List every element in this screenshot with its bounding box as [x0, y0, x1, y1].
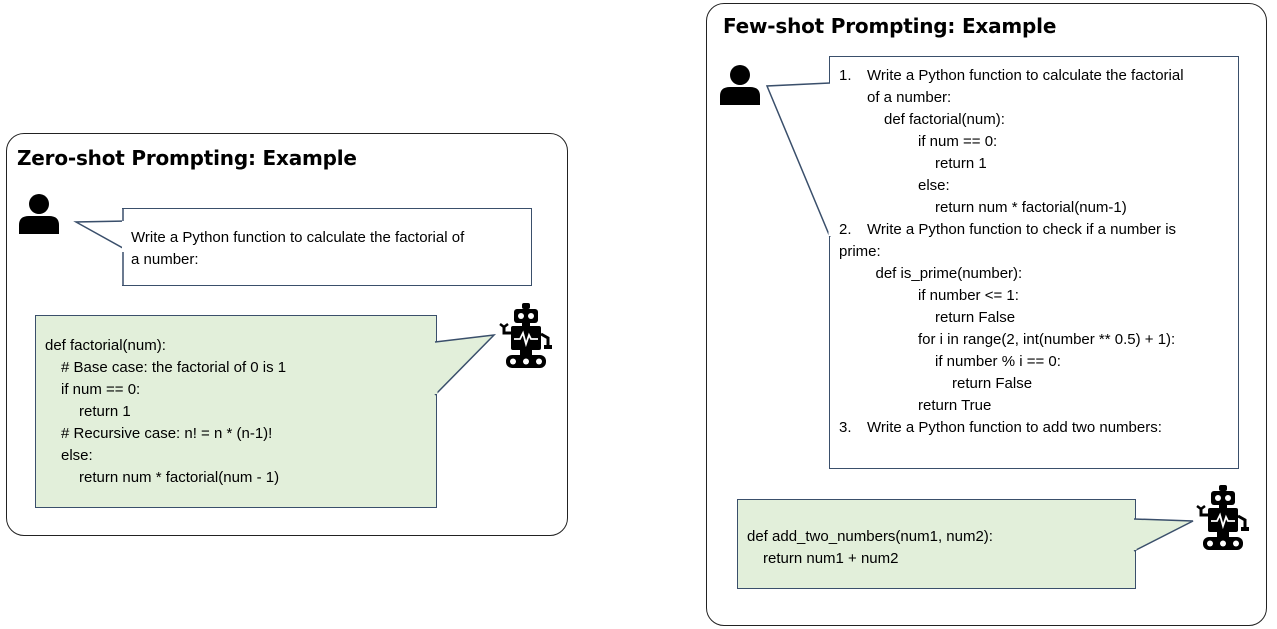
prompt-text: Write a Python function to check if a nu… — [867, 221, 1177, 238]
code-line: def add_two_numbers(num1, num2): — [747, 528, 993, 545]
zero-shot-panel: Zero-shot Prompting: Example Write a Pyt… — [6, 133, 568, 536]
few-shot-user-bubble-tail — [765, 82, 832, 238]
code-line: # Recursive case: n! = n * (n-1)! — [61, 425, 273, 442]
prompt-line: 2. Write a Python function to check if a … — [839, 219, 1238, 241]
prompt-line: 3. Write a Python function to add two num… — [839, 417, 1238, 439]
list-number: 1. — [839, 67, 852, 84]
code-line: if num == 0: — [61, 381, 141, 398]
prompt-text: return True — [918, 397, 992, 414]
prompt-text: if number <= 1: — [918, 287, 1019, 304]
prompt-text: else: — [918, 177, 950, 194]
few-shot-prompt-list: 1. Write a Python function to calculate t… — [839, 65, 1238, 439]
prompt-text: def factorial(num): — [884, 111, 1005, 128]
list-number: 2. — [839, 221, 852, 238]
prompt-text: return 1 — [935, 155, 987, 172]
prompt-line: for i in range(2, int(number ** 0.5) + 1… — [839, 329, 1238, 351]
prompt-text: if number % i == 0: — [935, 353, 1061, 370]
prompt-line: return False — [839, 307, 1238, 329]
prompt-line: if num == 0: — [839, 131, 1238, 153]
zero-shot-title: Zero-shot Prompting: Example — [17, 146, 357, 170]
prompt-line: return False — [839, 373, 1238, 395]
list-number: 3. — [839, 419, 852, 436]
user-icon — [19, 194, 59, 234]
prompt-text: Write a Python function to add two numbe… — [867, 419, 1162, 436]
prompt-text: if num == 0: — [918, 133, 998, 150]
few-shot-bot-bubble-tail — [1133, 518, 1194, 552]
prompt-text: def is_prime(number): — [875, 265, 1023, 282]
robot-icon — [499, 303, 552, 368]
prompt-line: return num * factorial(num-1) — [839, 197, 1238, 219]
few-shot-user-bubble: 1. Write a Python function to calculate t… — [829, 56, 1239, 469]
zero-shot-bot-bubble: def factorial(num): # Base case: the fac… — [35, 315, 437, 508]
prompt-text: return num * factorial(num-1) — [935, 199, 1127, 216]
prompt-line: of a number: — [839, 87, 1238, 109]
prompt-line: if number <= 1: — [839, 285, 1238, 307]
user-icon — [720, 65, 760, 105]
zero-shot-user-bubble-edge — [122, 208, 124, 286]
prompt-text: return False — [935, 309, 1016, 326]
prompt-line: else: — [839, 175, 1238, 197]
prompt-text: prime: — [839, 243, 881, 260]
prompt-line: def factorial(num): — [839, 109, 1238, 131]
few-shot-panel: Few-shot Prompting: Example 1. Write a Py… — [706, 3, 1267, 626]
prompt-text: of a number: — [867, 89, 952, 106]
few-shot-title: Few-shot Prompting: Example — [723, 14, 1057, 38]
code-line: # Base case: the factorial of 0 is 1 — [61, 359, 287, 376]
prompt-line: def is_prime(number): — [839, 263, 1238, 285]
zero-shot-bot-bubble-tail — [434, 334, 497, 396]
prompt-text: Write a Python function to calculate the… — [867, 67, 1184, 84]
code-line: def factorial(num): — [45, 337, 166, 354]
prompt-text: return False — [952, 375, 1033, 392]
few-shot-bot-bubble: def add_two_numbers(num1, num2): return … — [737, 499, 1136, 589]
code-line: return 1 — [79, 403, 131, 420]
zero-shot-user-bubble-tail — [73, 220, 131, 253]
prompt-line: prime: — [839, 241, 1238, 263]
prompt-text: for i in range(2, int(number ** 0.5) + 1… — [918, 331, 1176, 348]
code-line: return num * factorial(num - 1) — [79, 469, 280, 486]
prompt-line: return 1 — [839, 153, 1238, 175]
prompt-line: Write a Python function to calculate the… — [131, 229, 465, 246]
code-line: else: — [61, 447, 93, 464]
code-line: return num1 + num2 — [763, 550, 899, 567]
prompt-line: if number % i == 0: — [839, 351, 1238, 373]
robot-icon — [1196, 485, 1249, 550]
zero-shot-user-bubble: Write a Python function to calculate the… — [122, 208, 532, 286]
prompt-line: a number: — [131, 251, 199, 268]
prompt-line: return True — [839, 395, 1238, 417]
prompt-line: 1. Write a Python function to calculate t… — [839, 65, 1238, 87]
